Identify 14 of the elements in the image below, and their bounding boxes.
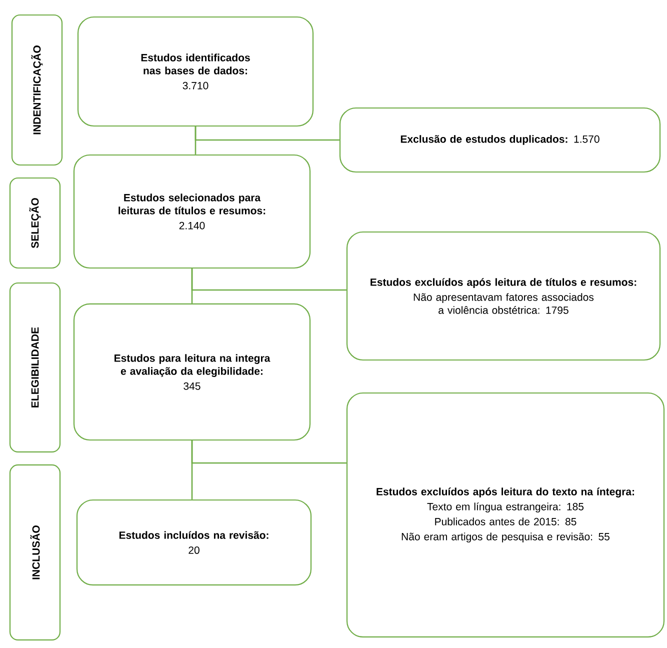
process-box: Estudos selecionados para leituras de títulos e resumos: 2.140 <box>73 154 311 269</box>
exclusion-box: Estudos excluídos após leitura do texto na íntegra: Texto em língua estrangeira: 185 Publicados antes de 2015: 85 Não eram artigos de pesquisa e revisão: 55 <box>346 392 665 638</box>
process-box: Estudos identificados nas bases de dados: 3.710 <box>77 16 314 127</box>
phase-label-box: ELEGIBILIDADE <box>9 282 61 453</box>
exclusion-box: Exclusão de estudos duplicados: 1.570 <box>339 107 661 173</box>
phase-label-box: SELEÇÃO <box>9 177 61 269</box>
exclusion-box: Estudos excluídos após leitura de títulos e resumos: Não apresentavam fatores associados a violência obstétrica: 1795 <box>346 231 661 361</box>
connector-line <box>191 440 346 464</box>
process-box: Estudos para leitura na integra e avaliação da elegibilidade: 345 <box>73 303 311 441</box>
process-box: Estudos incluídos na revisão: 20 <box>76 499 312 586</box>
phase-label-box: INCLUSÃO <box>9 464 61 641</box>
connector-line <box>191 268 346 291</box>
connector-line <box>194 126 340 141</box>
phase-label-box: INDENTIFICAÇÃO <box>11 14 63 166</box>
